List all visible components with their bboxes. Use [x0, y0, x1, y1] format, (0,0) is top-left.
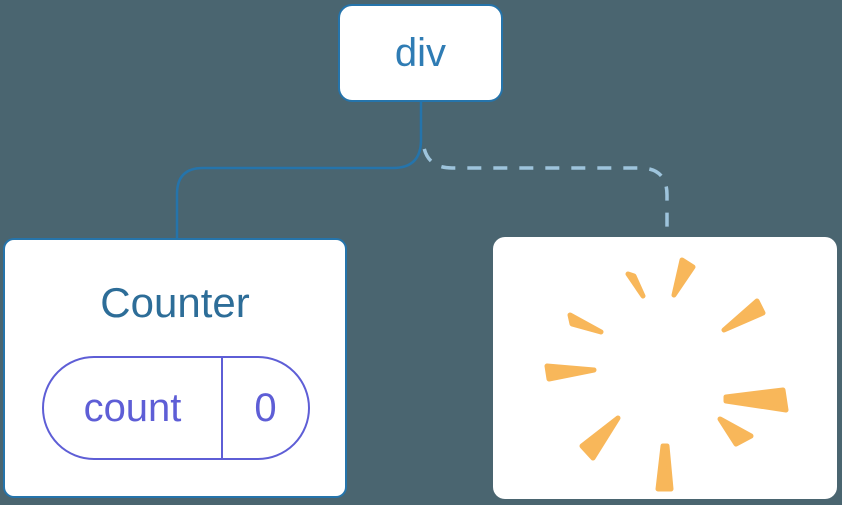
node-div: div [338, 4, 503, 102]
node-counter: Counter count 0 [3, 238, 347, 498]
state-value: 0 [221, 358, 308, 458]
burst-ray [671, 257, 696, 298]
state-key: count [83, 385, 182, 430]
edge-div-to-counter [175, 100, 423, 240]
node-div-label: div [394, 30, 447, 75]
burst-ray [567, 312, 604, 335]
burst-ray [723, 387, 789, 413]
burst-ray [717, 416, 754, 447]
burst-ray [544, 363, 597, 382]
counter-title: Counter [100, 279, 250, 326]
poof-burst-icon [544, 257, 789, 492]
state-pill: count 0 [42, 356, 310, 460]
burst-ray [721, 298, 766, 333]
burst-ray [625, 271, 646, 299]
burst-ray [655, 443, 674, 492]
edge-div-to-removed [421, 140, 669, 238]
node-removed [493, 237, 837, 499]
burst-ray [579, 415, 621, 461]
